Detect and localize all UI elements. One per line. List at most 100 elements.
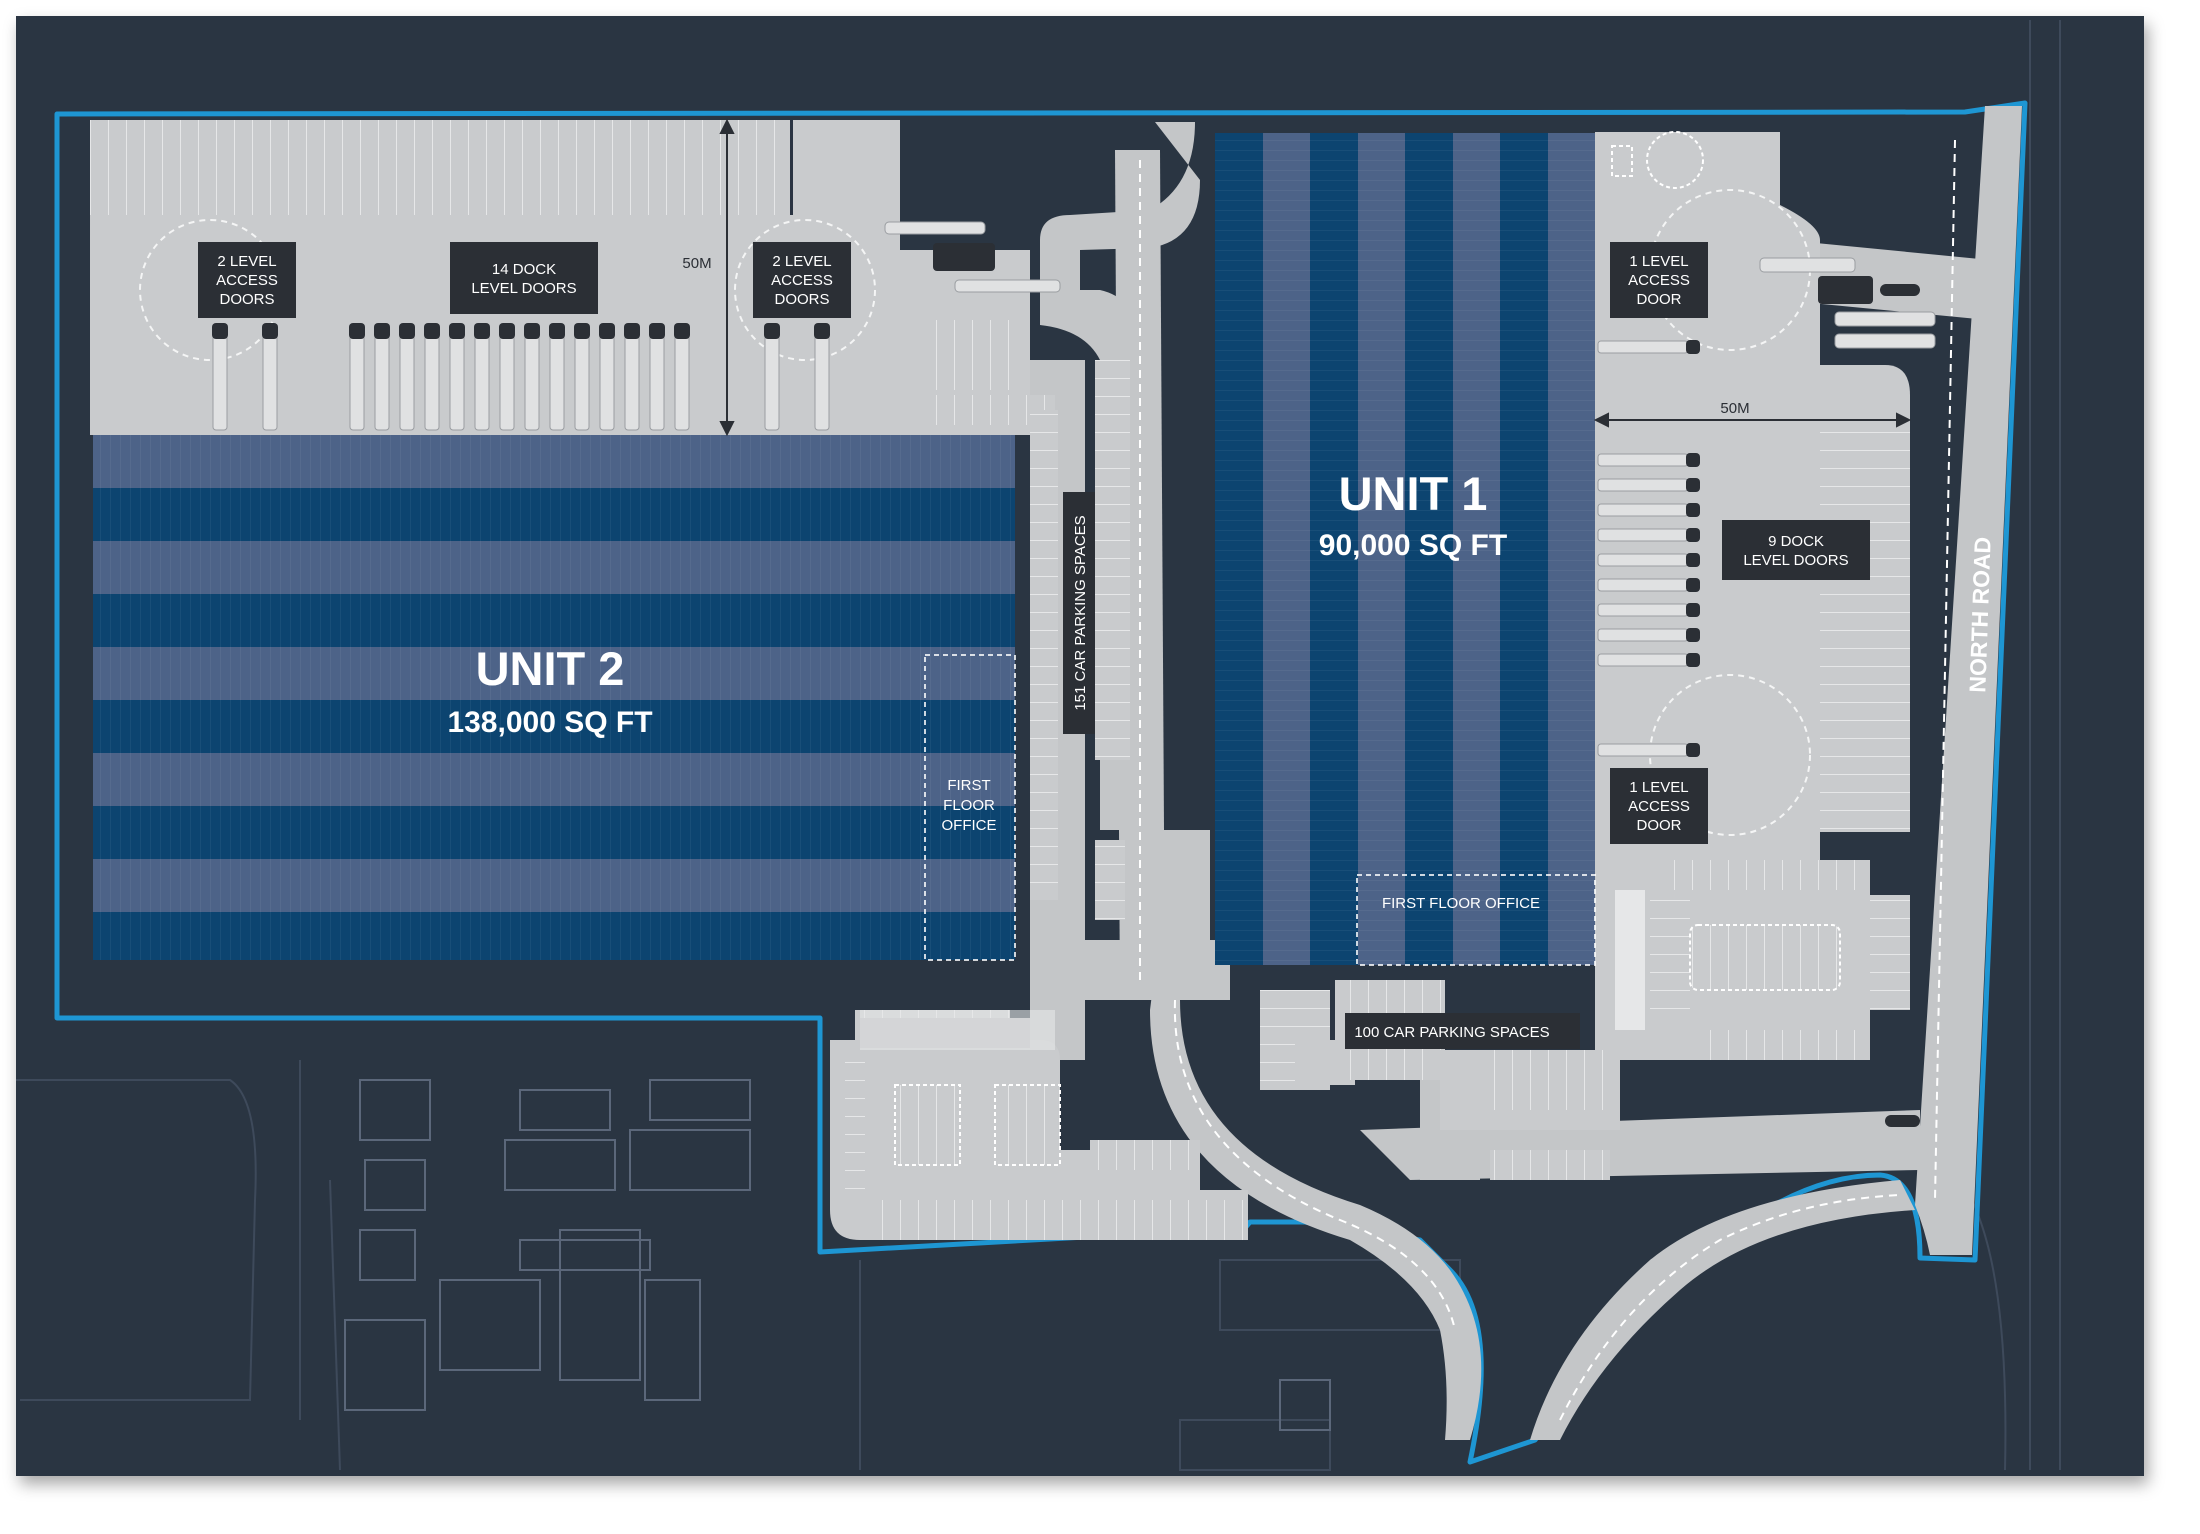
u1-yard-depth: 50M xyxy=(1720,400,1749,417)
label-line: 1 LEVEL xyxy=(1629,779,1688,796)
cab xyxy=(1686,478,1700,492)
cab xyxy=(764,323,780,339)
cab xyxy=(1686,743,1700,757)
trailer xyxy=(1597,453,1689,467)
unit1-name: UNIT 1 xyxy=(1339,467,1488,520)
cab xyxy=(674,323,690,339)
vehicles xyxy=(884,131,1936,1127)
cab xyxy=(524,323,540,339)
trailer xyxy=(814,334,830,431)
unit1-area: 90,000 SQ FT xyxy=(1319,529,1507,562)
cab xyxy=(212,323,228,339)
label-line: ACCESS xyxy=(1628,798,1690,815)
label-u1-bottom-door: 1 LEVEL ACCESS DOOR xyxy=(1610,768,1708,844)
cab xyxy=(474,323,490,339)
trailer xyxy=(262,334,278,431)
trailer xyxy=(449,334,465,431)
label-line: 9 DOCK xyxy=(1768,533,1824,550)
trailer xyxy=(399,334,415,431)
cab xyxy=(649,323,665,339)
label-line: LEVEL DOORS xyxy=(471,280,576,297)
trailer xyxy=(474,334,490,431)
trailer xyxy=(674,334,690,431)
trailer xyxy=(524,334,540,431)
label-line: FIRST xyxy=(947,777,990,794)
label-u2-right-doors: 2 LEVEL ACCESS DOORS xyxy=(753,242,851,318)
cab xyxy=(499,323,515,339)
cab xyxy=(574,323,590,339)
road-name: NORTH ROAD xyxy=(1964,536,1995,693)
trailer xyxy=(649,334,665,431)
dimension-lines xyxy=(719,118,1912,437)
label-line: 151 CAR PARKING SPACES xyxy=(1072,515,1089,710)
cab xyxy=(1686,528,1700,542)
trailer xyxy=(1597,553,1689,567)
label-line: 1 LEVEL xyxy=(1629,253,1688,270)
unit2-building xyxy=(93,435,1016,961)
unit1-building xyxy=(1215,133,1596,966)
cab xyxy=(1686,653,1700,667)
trailer xyxy=(1597,653,1689,667)
cab xyxy=(449,323,465,339)
cab xyxy=(349,323,365,339)
cab xyxy=(624,323,640,339)
cab xyxy=(1686,503,1700,517)
u2-yard-depth: 50M xyxy=(682,255,711,272)
label-u1-top-door: 1 LEVEL ACCESS DOOR xyxy=(1610,242,1708,318)
cab xyxy=(1686,340,1700,354)
trailer xyxy=(1597,503,1689,517)
label-line: 14 DOCK xyxy=(492,261,556,278)
cab xyxy=(1686,553,1700,567)
label-u1-dock-doors: 9 DOCK LEVEL DOORS xyxy=(1722,520,1870,580)
label-line: LEVEL DOORS xyxy=(1743,552,1848,569)
cab xyxy=(549,323,565,339)
cab xyxy=(424,323,440,339)
trailer xyxy=(549,334,565,431)
unit1-office-outline xyxy=(1356,874,1596,966)
label-line: 100 CAR PARKING SPACES xyxy=(1354,1024,1549,1041)
cab xyxy=(1686,453,1700,467)
road-markings xyxy=(1139,139,1956,1421)
label-line: OFFICE xyxy=(942,817,997,834)
trailer xyxy=(374,334,390,431)
label-parking-151: 151 CAR PARKING SPACES xyxy=(1063,492,1095,734)
cab xyxy=(262,323,278,339)
trailer xyxy=(624,334,640,431)
trailer xyxy=(1597,478,1689,492)
label-line: 2 LEVEL xyxy=(772,253,831,270)
trailer xyxy=(1597,628,1689,642)
unit2-office-outline xyxy=(924,654,1016,961)
label-line: ACCESS xyxy=(1628,272,1690,289)
cab xyxy=(814,323,830,339)
label-line: 2 LEVEL xyxy=(217,253,276,270)
unit2-area: 138,000 SQ FT xyxy=(447,706,652,739)
label-u2-left-doors: 2 LEVEL ACCESS DOORS xyxy=(198,242,296,318)
unit2-name: UNIT 2 xyxy=(476,642,625,695)
label-line: DOORS xyxy=(219,291,274,308)
trailer xyxy=(1597,528,1689,542)
cab xyxy=(599,323,615,339)
trailer xyxy=(424,334,440,431)
label-line: ACCESS xyxy=(771,272,833,289)
cab xyxy=(374,323,390,339)
trailer xyxy=(764,334,780,431)
label-line: FLOOR xyxy=(943,797,995,814)
label-u2-office: FIRST FLOOR OFFICE xyxy=(942,777,997,834)
cab xyxy=(1686,603,1700,617)
label-line: DOORS xyxy=(774,291,829,308)
label-line: DOOR xyxy=(1637,817,1682,834)
trailer xyxy=(349,334,365,431)
cab xyxy=(1686,628,1700,642)
trailer xyxy=(212,334,228,431)
cab xyxy=(399,323,415,339)
trailer xyxy=(1597,743,1689,757)
trailer xyxy=(1597,603,1689,617)
label-line: ACCESS xyxy=(216,272,278,289)
unit2-loading-doors xyxy=(212,323,830,431)
label-parking-100: 100 CAR PARKING SPACES xyxy=(1345,1013,1580,1049)
trailer xyxy=(599,334,615,431)
cab xyxy=(1686,578,1700,592)
trailer xyxy=(499,334,515,431)
trailer xyxy=(1597,578,1689,592)
